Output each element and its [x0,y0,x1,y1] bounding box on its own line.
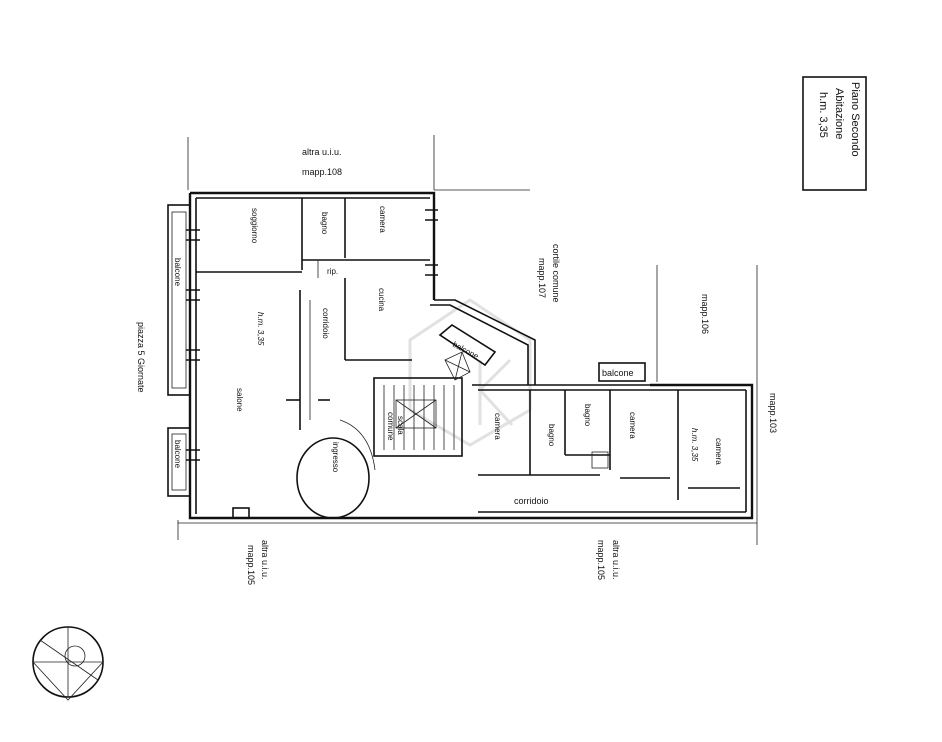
neighbor-bottom-left-line2: mapp.105 [246,545,256,585]
room-salone: salone [235,388,244,412]
balcony-left-top-label: balcone [173,258,182,287]
room-camera-top: camera [378,206,387,233]
north-arrow-icon [32,626,104,701]
neighbor-bottom-left-line1: altra u.i.u. [260,540,270,580]
balcony-courtyard-label: balcone [451,340,480,361]
room-cucina: cucina [377,288,386,312]
ingresso-oval [296,437,370,519]
stair-core [373,377,463,457]
neighbor-bottom-right-line2: mapp.105 [596,540,606,580]
title-block: Piano Secondo Abitazione h.m. 3,35 [802,76,867,191]
title-height: h.m. 3,35 [817,92,829,138]
balcony-right-label: balcone [602,368,634,378]
neighbor-boundaries [177,135,758,545]
building-walls [167,191,754,520]
neighbor-top-line2: mapp.108 [302,167,342,177]
neighbor-right-side: mapp.103 [768,393,778,433]
room-ripostiglio: rip. [327,267,338,276]
neighbor-bottom-right-line1: altra u.i.u. [611,540,621,580]
balcony-left-bottom-label: balcone [173,440,182,469]
stair-label-line1: scala [396,416,405,435]
courtyard-label-line2: mapp.107 [537,258,547,298]
room-camera-right2: camera [714,438,723,465]
room-camera-mid: camera [493,413,502,440]
room-camera-right1: camera [628,412,637,439]
height-left: h.m. 3,35 [256,312,265,346]
room-bagno-small: bagno [583,404,592,427]
balcony-right-frame [598,362,646,382]
height-right: h.m. 3,35 [690,428,699,462]
room-ingresso: ingresso [331,442,340,473]
neighbor-right-upper: mapp.106 [700,294,710,334]
neighbor-top-line1: altra u.i.u. [302,147,342,157]
room-bagno-mid: bagno [547,424,556,447]
room-soggiorno: soggiorno [250,208,259,244]
courtyard-label-line1: cortile comune [551,244,561,303]
street-label: piazza 5 Giornate [136,322,146,393]
balcony-left-bottom-frame [167,427,191,497]
room-corridoio-left: corridoio [321,308,330,339]
title-block-frame [802,76,867,191]
title-use: Abitazione [833,88,845,139]
room-bagno-top: bagno [320,212,329,235]
room-corridoio-bottom: corridoio [514,496,549,506]
title-floor: Piano Secondo [849,82,861,157]
stair-label-line2: comune [386,412,395,441]
watermark-logo [408,298,532,447]
